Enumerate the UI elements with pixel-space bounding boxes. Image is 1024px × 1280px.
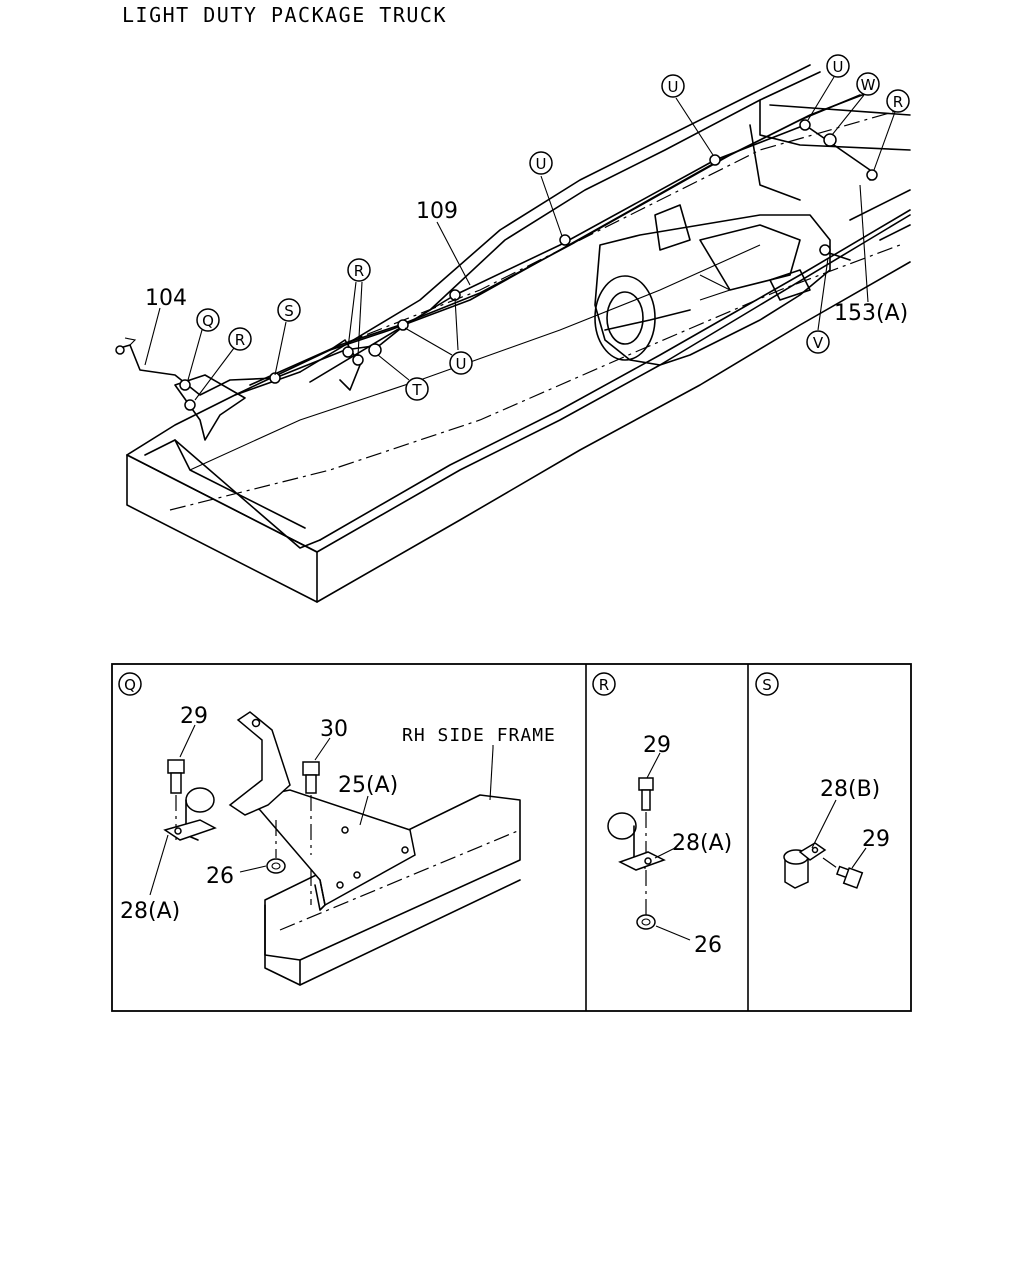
svg-text:S: S [762,676,772,694]
svg-text:W: W [861,76,876,94]
panel-q-frame-label: RH SIDE FRAME [402,725,556,746]
panel-q-label-29: 29 [180,704,208,729]
svg-text:R: R [354,262,364,280]
svg-text:U: U [833,58,844,76]
svg-text:R: R [235,331,245,349]
panel-q-label-30: 30 [320,717,348,742]
svg-text:Q: Q [124,676,136,694]
svg-text:U: U [668,78,679,96]
panel-q-label-25a: 25(A) [338,773,398,798]
panel-r-bolt-29 [638,777,654,915]
chassis-frame-illustration [115,64,911,603]
detail-panel-s: S 28(B) 29 [755,672,890,889]
panel-q-label-26: 26 [206,864,234,889]
ref-u-4: U [826,54,850,78]
ref-r-mid: R [347,258,371,282]
detail-panel-q: Q [118,672,556,986]
ref-v: V [806,330,830,354]
panel-q-bolt-30 [302,761,320,905]
svg-text:Q: Q [202,312,214,330]
ref-u-3: U [661,74,685,98]
panel-s-bolt-29 [822,857,864,889]
panel-s-label-28b: 28(B) [820,777,880,802]
panel-r-tag: R [592,672,616,696]
detail-views-box [111,663,912,1012]
ref-q: Q [196,308,220,332]
svg-text:U: U [456,355,467,373]
panel-r-label-26: 26 [694,933,722,958]
panel-r-clamp-28a [607,812,666,871]
callout-109: 109 [416,199,458,224]
ref-w: W [856,72,880,96]
ref-r-front: R [228,327,252,351]
callout-104: 104 [145,286,187,311]
panel-q-tag: Q [118,672,142,696]
panel-r-label-29: 29 [643,733,671,758]
panel-q-clamp-28a [163,787,217,841]
ref-t: T [405,377,429,401]
svg-text:T: T [411,381,422,399]
callout-leaders [144,76,896,401]
ref-r-rear: R [886,89,910,113]
svg-text:R: R [599,676,609,694]
ref-u-2: U [529,151,553,175]
svg-text:U: U [536,155,547,173]
panel-r-label-28a: 28(A) [672,831,732,856]
panel-r-nut-26 [636,914,656,930]
ref-u-1: U [449,351,473,375]
panel-s-tag: S [755,672,779,696]
panel-s-clamp-28b [783,842,827,889]
ref-s: S [277,298,301,322]
panel-q-nut-26 [266,820,286,874]
diagram-title: LIGHT DUTY PACKAGE TRUCK [122,3,447,27]
panel-q-label-28a: 28(A) [120,899,180,924]
svg-text:V: V [813,334,824,352]
svg-text:R: R [893,93,903,111]
callout-153a: 153(A) [834,301,908,326]
panel-s-label-29: 29 [862,827,890,852]
detail-panel-r: R 29 28(A) 26 [592,672,732,958]
svg-text:S: S [284,302,294,320]
